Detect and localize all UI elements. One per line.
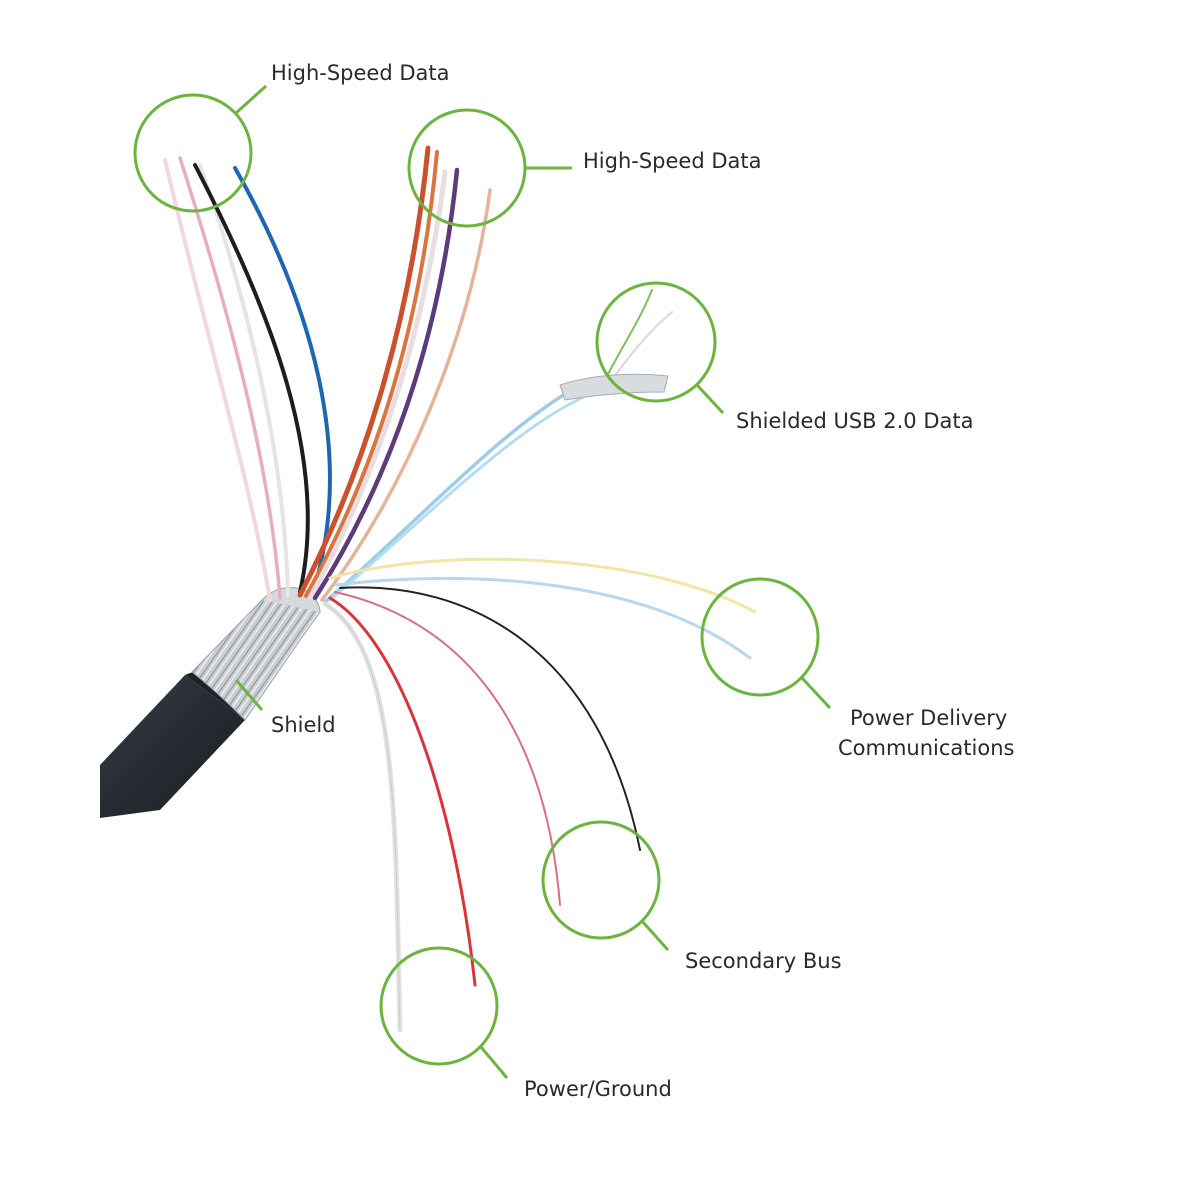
wire-pink-thin xyxy=(334,591,561,906)
wire-white-thin xyxy=(609,311,673,383)
callout-line-usb2-data xyxy=(695,383,725,415)
wire-light-pink xyxy=(163,158,272,602)
callout-line-hs-data-left xyxy=(234,84,268,115)
wire-red xyxy=(328,596,477,987)
callout-circle-power-ground xyxy=(379,946,499,1066)
label-power-delivery-line1: Power Delivery xyxy=(850,706,1007,730)
wire-white-ground-edge xyxy=(324,603,401,1031)
label-hs-data-left: High-Speed Data xyxy=(271,61,450,85)
label-shield: Shield xyxy=(271,713,336,737)
callout-hs-data-right: High-Speed Data xyxy=(407,108,762,228)
callout-power-delivery: Power Delivery Communications xyxy=(700,577,1014,760)
wire-white-translucent xyxy=(198,163,290,598)
wire-orange-red xyxy=(297,145,431,598)
callout-hs-data-left: High-Speed Data xyxy=(133,61,450,213)
callout-circle-usb2-data xyxy=(595,281,717,403)
wire-peach xyxy=(320,188,492,602)
wire-green-thin xyxy=(604,289,653,381)
callouts: High-Speed Data High-Speed Data Shielded… xyxy=(133,61,1014,1101)
callout-line-power-ground xyxy=(479,1046,509,1079)
label-hs-data-right: High-Speed Data xyxy=(583,149,762,173)
callout-power-ground: Power/Ground xyxy=(379,946,672,1101)
label-usb2-data: Shielded USB 2.0 Data xyxy=(736,409,973,433)
cable-jacket xyxy=(100,672,245,818)
wire-bundle xyxy=(163,145,757,1033)
wire-black-thin xyxy=(339,586,641,851)
wire-orange xyxy=(304,150,439,598)
label-power-ground: Power/Ground xyxy=(524,1077,672,1101)
callout-line-secondary-bus xyxy=(640,919,670,952)
label-power-delivery-line2: Communications xyxy=(838,736,1014,760)
wire-pink xyxy=(178,156,282,600)
callout-circle-power-delivery xyxy=(700,577,820,697)
callout-usb2-data: Shielded USB 2.0 Data xyxy=(595,281,973,433)
callout-circle-hs-data-left xyxy=(133,93,253,213)
wire-purple xyxy=(312,167,460,601)
callout-line-shield xyxy=(234,679,264,711)
callout-shield: Shield xyxy=(234,679,336,737)
wire-black xyxy=(193,163,310,594)
callout-circle-secondary-bus xyxy=(541,820,661,940)
wire-blue xyxy=(233,166,332,587)
wire-light-translucent xyxy=(307,169,448,601)
label-secondary-bus: Secondary Bus xyxy=(685,949,842,973)
usb2-foil xyxy=(559,373,669,401)
wire-light-blue-2 xyxy=(328,388,602,602)
wire-pale-yellow xyxy=(328,557,757,614)
callout-secondary-bus: Secondary Bus xyxy=(541,820,842,973)
callout-line-power-delivery xyxy=(800,676,832,710)
